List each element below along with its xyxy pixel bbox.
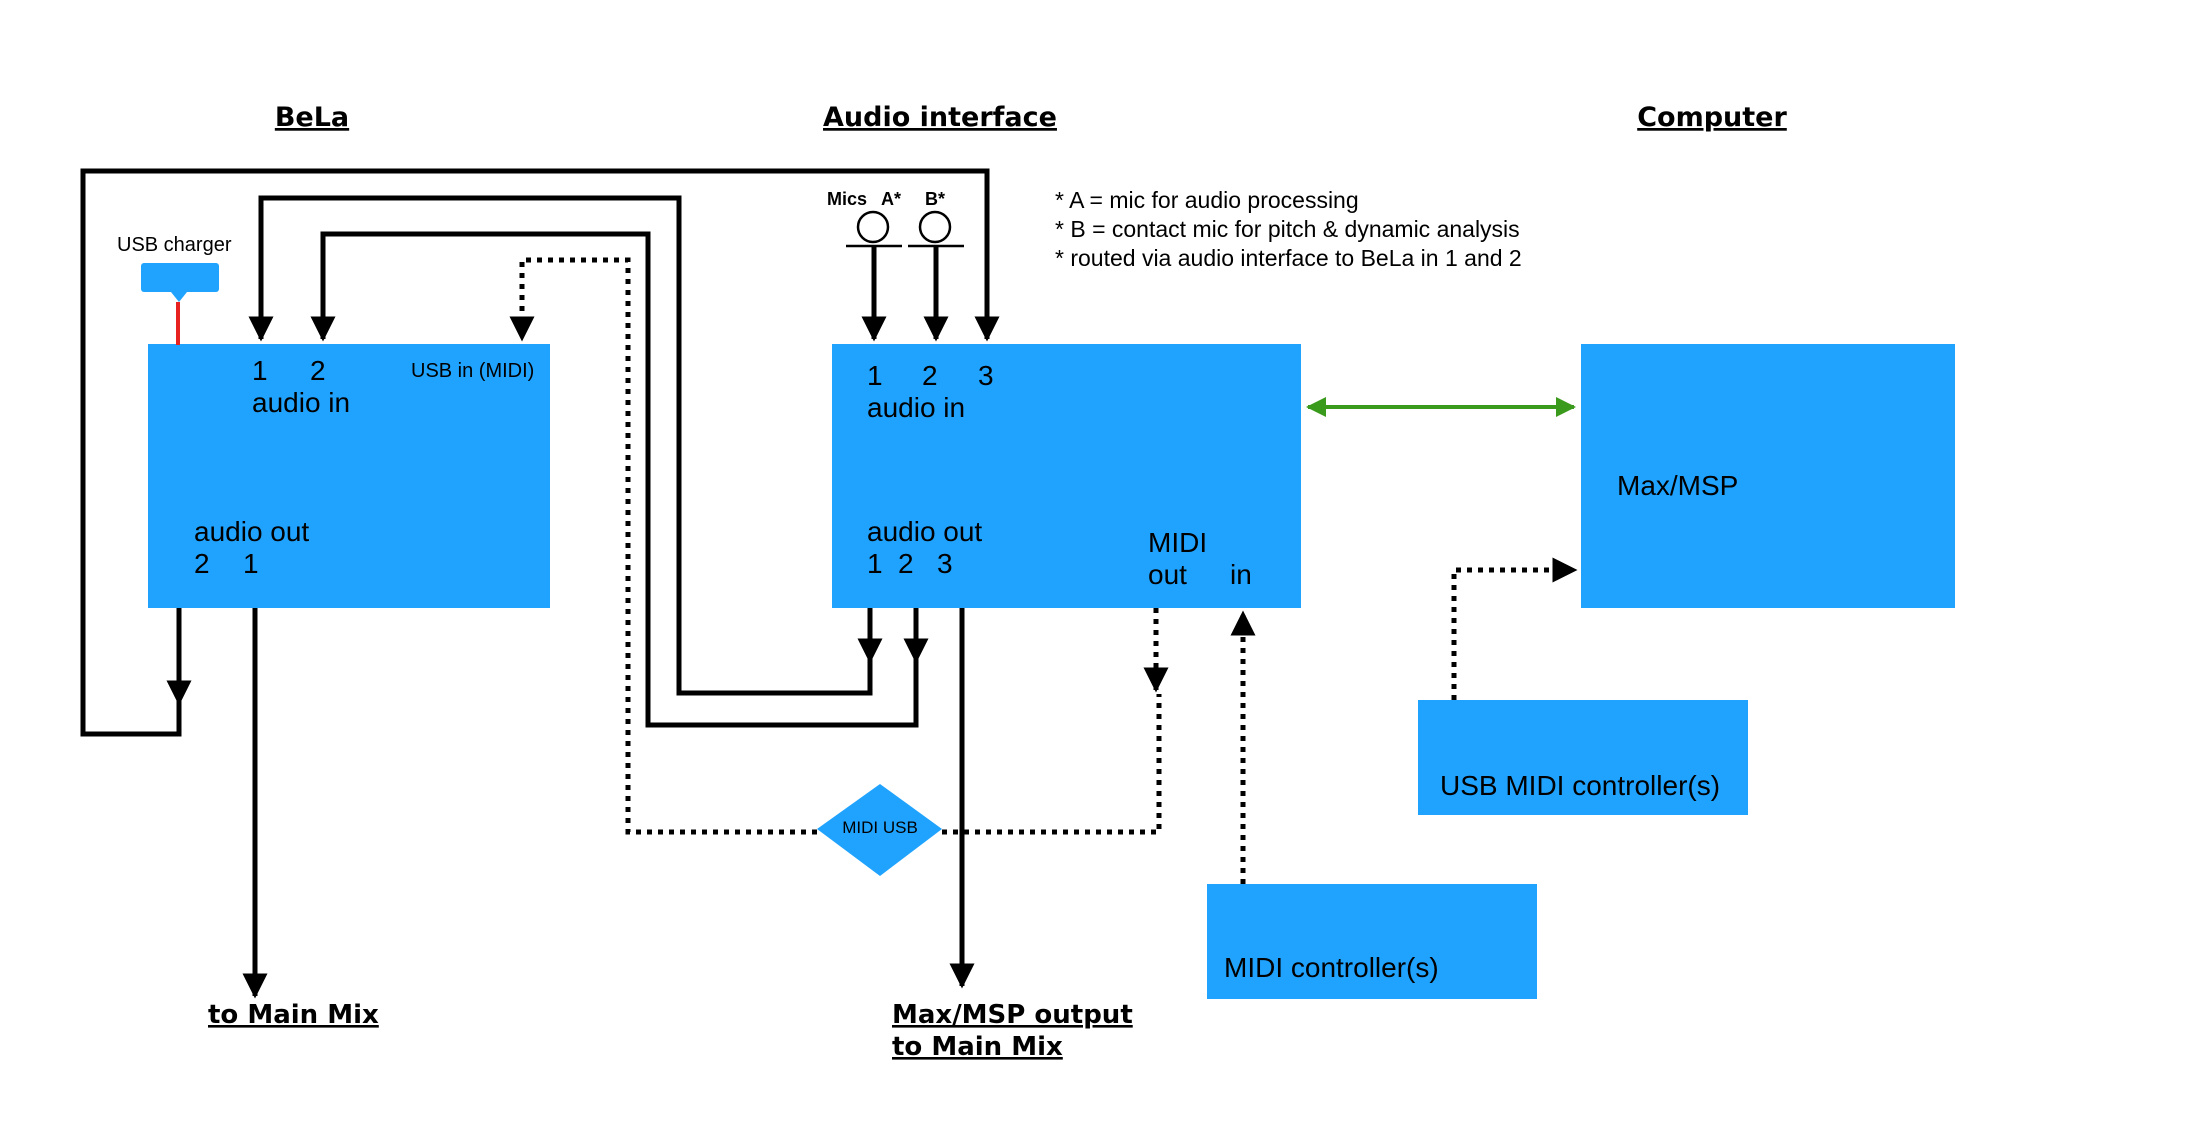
- bela-to-main-mix-label: to Main Mix: [208, 1000, 379, 1030]
- usb-charger-label: USB charger: [117, 234, 232, 256]
- usb-midi-controller-box: [1418, 700, 1748, 815]
- interface-out1-to-bela-in1: [248, 195, 873, 696]
- note-mic-a: * A = mic for audio processing: [1055, 187, 1359, 213]
- note-mic-b: * B = contact mic for pitch & dynamic an…: [1055, 216, 1520, 242]
- note-routing: * routed via audio interface to BeLa in …: [1055, 245, 1522, 271]
- midi-usb-to-bela-usb-in: [509, 257, 817, 835]
- heading-audio-interface: Audio interface: [823, 102, 1057, 133]
- midi-usb-label: MIDI USB: [842, 818, 918, 837]
- computer-box: [1581, 344, 1955, 608]
- mic-a-icon: [846, 210, 902, 248]
- interface-out1-label: 1: [867, 548, 883, 579]
- mic-b-icon: [908, 210, 964, 248]
- heading-bela: BeLa: [275, 102, 349, 133]
- mic-b-label: B*: [925, 189, 945, 209]
- mic-a-label: A*: [881, 189, 901, 209]
- interface-in1-label: 1: [867, 360, 883, 391]
- mics-label: Mics: [827, 189, 867, 209]
- usb-midi-controller-to-computer: [1451, 557, 1578, 700]
- interface-out3-label: 3: [937, 548, 953, 579]
- interface-midi-label: MIDI: [1148, 527, 1207, 558]
- bela-out2-to-interface-in3: [80, 168, 1000, 737]
- bela-in2-label: 2: [310, 355, 326, 386]
- bela-audio-out-label: audio out: [194, 516, 309, 547]
- midi-controller-box: [1207, 884, 1537, 999]
- interface-out2-label: 2: [898, 548, 914, 579]
- midi-usb-diamond: [817, 784, 942, 876]
- bela-usb-in-label: USB in (MIDI): [411, 360, 534, 382]
- audio-interface-box: [832, 344, 1301, 608]
- midi-usb-link: [942, 694, 1162, 835]
- usb-midi-controller-label: USB MIDI controller(s): [1440, 770, 1720, 801]
- interface-audio-in-label: audio in: [867, 392, 965, 423]
- bela-out1-label: 1: [243, 548, 259, 579]
- bela-box: [148, 344, 550, 608]
- max-output-label-line1: Max/MSP output: [892, 1000, 1133, 1030]
- usb-charger-icon: [141, 263, 219, 292]
- usb-charger-pointer: [171, 292, 187, 302]
- midi-controller-label: MIDI controller(s): [1224, 952, 1439, 983]
- interface-audio-out-label: audio out: [867, 516, 982, 547]
- bela-in1-label: 1: [252, 355, 268, 386]
- heading-computer: Computer: [1637, 102, 1787, 133]
- interface-in3-label: 3: [978, 360, 994, 391]
- interface-midi-out-label: out: [1148, 559, 1187, 590]
- bela-out2-label: 2: [194, 548, 210, 579]
- max-msp-label: Max/MSP: [1617, 470, 1738, 501]
- interface-in2-label: 2: [922, 360, 938, 391]
- max-output-label-line2: to Main Mix: [892, 1032, 1063, 1062]
- bela-audio-in-label: audio in: [252, 387, 350, 418]
- interface-midi-in-label: in: [1230, 559, 1252, 590]
- interface-out2-to-bela-in2: [310, 231, 919, 728]
